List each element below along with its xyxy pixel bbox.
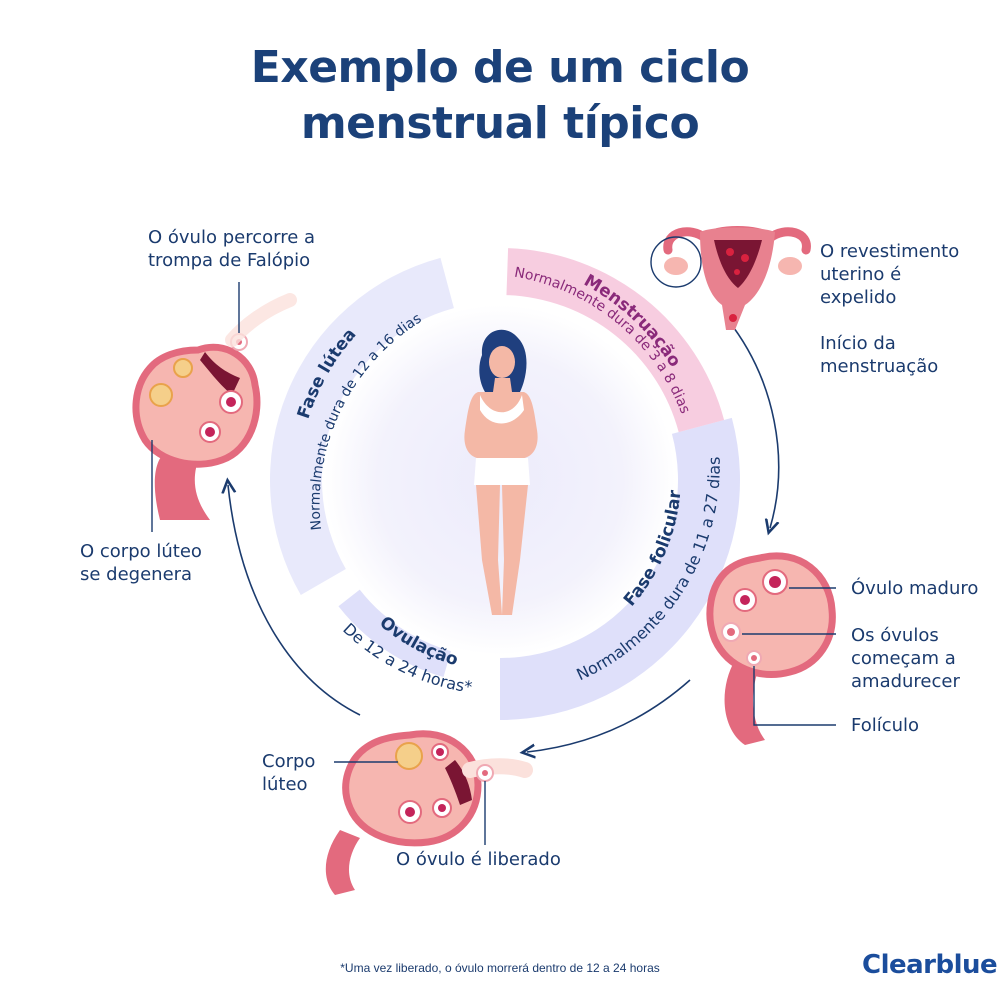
- ovary-follicular-icon: [706, 552, 836, 745]
- uterus-label-line-3: expelido: [820, 287, 897, 308]
- arrow-ovulation-to-luteal: [228, 485, 361, 716]
- uterus-icon: [650, 226, 811, 330]
- corpus-degenerates-line-1: O corpo lúteo: [80, 541, 202, 562]
- menstruation-start-line-1: Início da: [820, 333, 896, 354]
- egg-travels-label: O óvulo percorre a trompa de Falópio: [148, 226, 315, 272]
- clearblue-logo: Clearblue: [862, 950, 998, 980]
- page-title-line-2: menstrual típico: [300, 98, 700, 149]
- page-title-line-1: Exemplo de um ciclo: [250, 42, 750, 93]
- eggs-maturing-line-1: Os óvulos: [851, 625, 939, 646]
- eggs-maturing-label: Os óvulos começam a amadurecer: [851, 624, 960, 693]
- egg-travels-line-1: O óvulo percorre a: [148, 227, 316, 248]
- woman-figure-icon: [464, 329, 538, 615]
- corpus-luteum-line-1: Corpo: [262, 751, 316, 772]
- follicle-label: Folículo: [851, 715, 920, 736]
- uterus-label-line-1: O revestimento: [820, 241, 960, 262]
- egg-released-label: O óvulo é liberado: [396, 849, 561, 870]
- mature-egg-label: Óvulo maduro: [851, 578, 979, 599]
- corpus-luteum-label: Corpo lúteo: [262, 750, 315, 796]
- ovulation-phase-segment: [338, 589, 451, 678]
- luteal-phase-segment: [270, 257, 454, 595]
- arrow-uterus-to-ovary: [727, 319, 780, 528]
- egg-travels-line-2: trompa de Falópio: [148, 250, 311, 271]
- uterus-label: O revestimento uterino é expelido: [820, 240, 959, 309]
- corpus-degenerates-line-2: se degenera: [80, 564, 193, 585]
- page-title: Exemplo de um ciclo menstrual típico: [0, 40, 1000, 152]
- uterus-label-line-2: uterino é: [820, 264, 902, 285]
- eggs-maturing-line-3: amadurecer: [851, 671, 960, 692]
- corpus-luteum-line-2: lúteo: [262, 774, 308, 795]
- corpus-degenerates-label: O corpo lúteo se degenera: [80, 540, 202, 586]
- ovary-ovulation-icon: [325, 730, 533, 895]
- eggs-maturing-line-2: começam a: [851, 648, 956, 669]
- menstruation-phase-segment: [506, 248, 725, 433]
- menstruation-start-line-2: menstruação: [820, 356, 939, 377]
- ovary-luteal-icon: [132, 282, 297, 532]
- menstruation-start-label: Início da menstruação: [820, 332, 938, 378]
- follicular-phase-segment: [500, 417, 741, 720]
- footnote: *Uma vez liberado, o óvulo morrerá dentr…: [340, 961, 660, 975]
- arrow-ovary-to-ovulation: [527, 679, 691, 752]
